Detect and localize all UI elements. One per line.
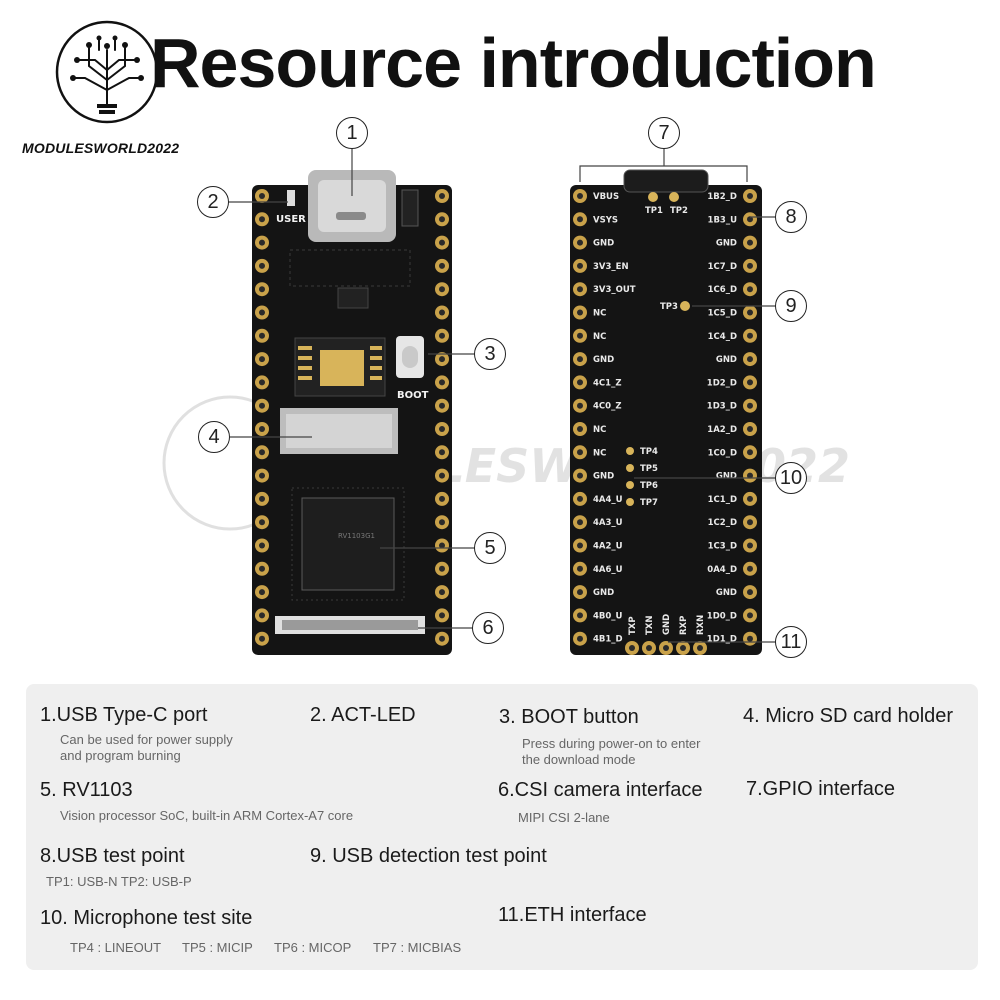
back-pin-label-left: 4C0_Z [593, 402, 621, 412]
eth-pin-label: TXP [628, 616, 638, 635]
callout-6: 6 [472, 612, 504, 644]
back-pin-label-right: 1C3_D [708, 542, 737, 552]
tp5-label: TP5 [640, 464, 658, 474]
legend-title-8: 8.USB test point [40, 845, 185, 867]
back-pin-label-left: NC [593, 309, 606, 319]
back-pin-label-left: NC [593, 448, 606, 458]
back-pin-label-left: 4A4_U [593, 495, 623, 505]
leader-lines [228, 148, 777, 643]
back-pin-label-right: GND [716, 239, 737, 249]
callout-3: 3 [474, 338, 506, 370]
callout-7: 7 [648, 117, 680, 149]
callout-5: 5 [474, 532, 506, 564]
chip-marking: RV1103G1 [338, 532, 375, 540]
legend-title-9: 9. USB detection test point [310, 845, 547, 867]
back-pin-label-right: 1D2_D [707, 378, 737, 388]
brand-name: MODULESWORLD2022 [22, 140, 180, 156]
boards-illustration: MODULESWORLD2022 USER BOOT RV1103G1 [162, 148, 850, 655]
legend-desc-6: MIPI CSI 2-lane [518, 810, 610, 825]
callout-9: 9 [775, 290, 807, 322]
tp2-label: TP2 [670, 206, 688, 216]
page-title: Resource introduction [150, 24, 877, 102]
legend-desc-1: Can be used for power supply and program… [60, 732, 233, 763]
legend-title-5: 5. RV1103 [40, 779, 133, 801]
tp6-label: TP6 [640, 481, 658, 491]
back-pin-label-right: 0A4_D [707, 565, 737, 575]
back-pin-label-right: 1C2_D [708, 518, 737, 528]
eth-pin-label: RXN [696, 615, 706, 635]
brand-logo [55, 20, 159, 124]
callout-11: 11 [775, 626, 807, 658]
callout-10: 10 [775, 462, 807, 494]
back-pin-label-right: 1B3_U [708, 215, 738, 225]
back-pin-label-right: 1C5_D [708, 309, 737, 319]
legend-title-11: 11.ETH interface [498, 904, 647, 926]
back-pin-label-right: 1A2_D [707, 425, 737, 435]
legend-title-1: 1.USB Type-C port [40, 704, 208, 726]
mic-tp4: TP4 : LINEOUT [70, 940, 162, 955]
back-pin-label-right: GND [716, 472, 737, 482]
mic-tp7: TP7 : MICBIAS [373, 940, 462, 955]
back-pin-label-right: 1D1_D [707, 635, 737, 645]
legend-title-2: 2. ACT-LED [310, 704, 416, 726]
legend-title-7: 7.GPIO interface [746, 778, 895, 800]
front-board: USER BOOT RV1103G1 [252, 170, 452, 655]
back-pin-label-left: VBUS [593, 192, 619, 202]
back-pin-label-right: GND [716, 588, 737, 598]
back-pin-label-left: 4A3_U [593, 518, 623, 528]
back-pin-label-left: 4B0_U [593, 611, 623, 621]
back-pin-label-left: 4A6_U [593, 565, 623, 575]
back-pin-label-left: GND [593, 239, 614, 249]
back-pin-label-left: 3V3_OUT [593, 285, 636, 295]
back-pin-label-right: GND [716, 355, 737, 365]
tp1-label: TP1 [645, 206, 663, 216]
back-pin-label-left: 4C1_Z [593, 378, 621, 388]
back-pin-label-right: 1D3_D [707, 402, 737, 412]
back-pin-label-left: GND [593, 588, 614, 598]
silk-user: USER [276, 214, 306, 225]
legend-title-3: 3. BOOT button [499, 706, 639, 728]
callout-8: 8 [775, 201, 807, 233]
back-pin-label-right: 1C0_D [708, 448, 737, 458]
back-pin-label-left: 3V3_EN [593, 262, 629, 272]
callout-4: 4 [198, 421, 230, 453]
back-pin-label-left: GND [593, 472, 614, 482]
tp3-label: TP3 [660, 302, 678, 312]
legend-title-4: 4. Micro SD card holder [743, 705, 954, 727]
eth-pin-label: GND [662, 614, 672, 635]
callout-1: 1 [336, 117, 368, 149]
legend-desc-3: Press during power-on to enter the downl… [522, 736, 701, 767]
legend-desc-8: TP1: USB-N TP2: USB-P [46, 874, 192, 889]
back-pin-label-left: NC [593, 332, 606, 342]
legend-desc-5: Vision processor SoC, built-in ARM Corte… [60, 808, 354, 823]
back-pin-label-right: 1C7_D [708, 262, 737, 272]
legend-title-6: 6.CSI camera interface [498, 779, 703, 801]
tp7-label: TP7 [640, 498, 658, 508]
back-pin-label-right: 1D0_D [707, 611, 737, 621]
back-board: VBUS VSYS GND 3V3_EN 3V3_OUT NC NC GND 4C1_Z 4C0_… [570, 169, 762, 655]
back-pin-label-right: 1C6_D [708, 285, 737, 295]
silk-boot: BOOT [397, 390, 429, 401]
back-pin-label-right: 1B2_D [707, 192, 737, 202]
mic-tp5: TP5 : MICIP [182, 940, 253, 955]
eth-pin-label: RXP [679, 616, 689, 635]
legend-title-10: 10. Microphone test site [40, 907, 253, 929]
back-pin-label-left: 4A2_U [593, 542, 623, 552]
rv1103-chip [301, 497, 395, 591]
eth-pin-label: TXN [645, 616, 655, 635]
back-pin-label-left: GND [593, 355, 614, 365]
back-pin-label-left: NC [593, 425, 606, 435]
act-led [287, 190, 295, 206]
back-pin-label-left: 4B1_D [593, 635, 623, 645]
mic-tp6: TP6 : MICOP [274, 940, 352, 955]
back-pin-label-left: VSYS [593, 215, 618, 225]
legend-panel: 1.USB Type-C port Can be used for power … [26, 684, 978, 970]
back-pin-label-right: 1C4_D [708, 332, 737, 342]
tp4-label: TP4 [640, 447, 658, 457]
back-pin-label-right: 1C1_D [708, 495, 737, 505]
callout-2: 2 [197, 186, 229, 218]
